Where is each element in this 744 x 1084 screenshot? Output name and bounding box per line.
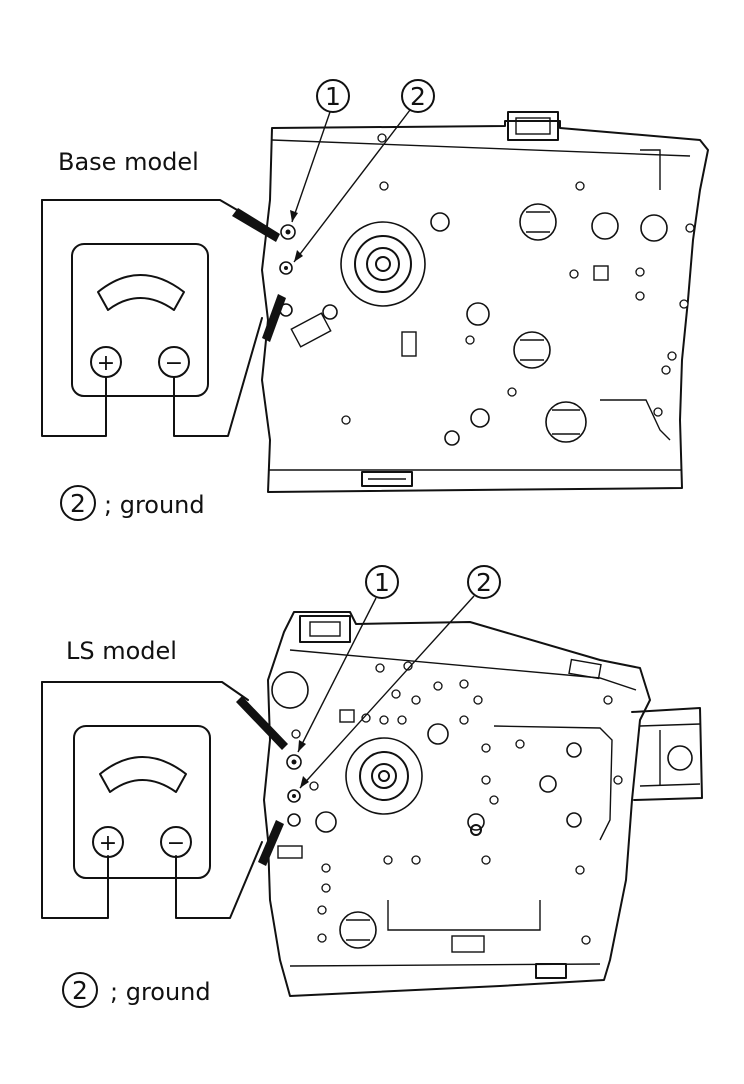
base-probe-plus: [232, 208, 280, 242]
ls-meter-scale: [99, 756, 187, 793]
ls-reel-outer: [345, 737, 423, 815]
svg-text:; ground: ; ground: [110, 978, 211, 1006]
base-lead-red: [41, 199, 107, 437]
ls-model-figure: LS model: [41, 565, 703, 1008]
svg-text:2: 2: [70, 489, 86, 518]
svg-text:2: 2: [476, 568, 492, 597]
ls-lead-black: [175, 841, 263, 919]
base-meter-scale: [97, 274, 185, 311]
ls-callout-2: 2: [299, 565, 501, 789]
ls-meter-plus-terminal: [92, 826, 124, 858]
ls-test-point-1: [286, 754, 302, 770]
svg-text:−: −: [167, 831, 185, 856]
base-test-point-1: [280, 224, 296, 240]
ls-model-label: LS model: [66, 637, 177, 665]
svg-text:+: +: [99, 831, 117, 856]
base-model-figure: Base model: [41, 79, 709, 521]
base-reel-outer: [340, 221, 426, 307]
svg-text:1: 1: [325, 82, 341, 111]
ls-meter-minus-terminal: [160, 826, 192, 858]
svg-text:2: 2: [410, 82, 426, 111]
svg-text:; ground: ; ground: [104, 491, 205, 519]
ls-multimeter: + −: [73, 725, 211, 879]
svg-text:−: −: [165, 351, 183, 376]
ls-test-point-2: [287, 789, 301, 803]
base-test-point-2: [279, 261, 293, 275]
base-multimeter: + −: [71, 243, 209, 397]
ls-lead-red: [41, 681, 109, 919]
base-meter-minus-terminal: [158, 346, 190, 378]
base-callout-1: 1: [290, 79, 350, 223]
ls-slide-mechanism: [631, 707, 703, 801]
ls-probe-plus: [236, 696, 288, 750]
base-model-label: Base model: [58, 148, 199, 176]
ls-probe-minus: [258, 820, 284, 866]
svg-text:2: 2: [72, 976, 88, 1005]
base-lead-black: [173, 317, 263, 437]
base-probe-minus: [262, 294, 286, 342]
base-ground-note: 2 ; ground: [60, 485, 205, 521]
ls-callout-1: 1: [297, 565, 399, 753]
ls-ground-note: 2 ; ground: [62, 972, 211, 1008]
base-callout-2: 2: [293, 79, 435, 263]
base-meter-plus-terminal: [90, 346, 122, 378]
svg-text:+: +: [97, 351, 115, 376]
svg-text:1: 1: [374, 568, 390, 597]
ls-chassis: [263, 611, 651, 997]
